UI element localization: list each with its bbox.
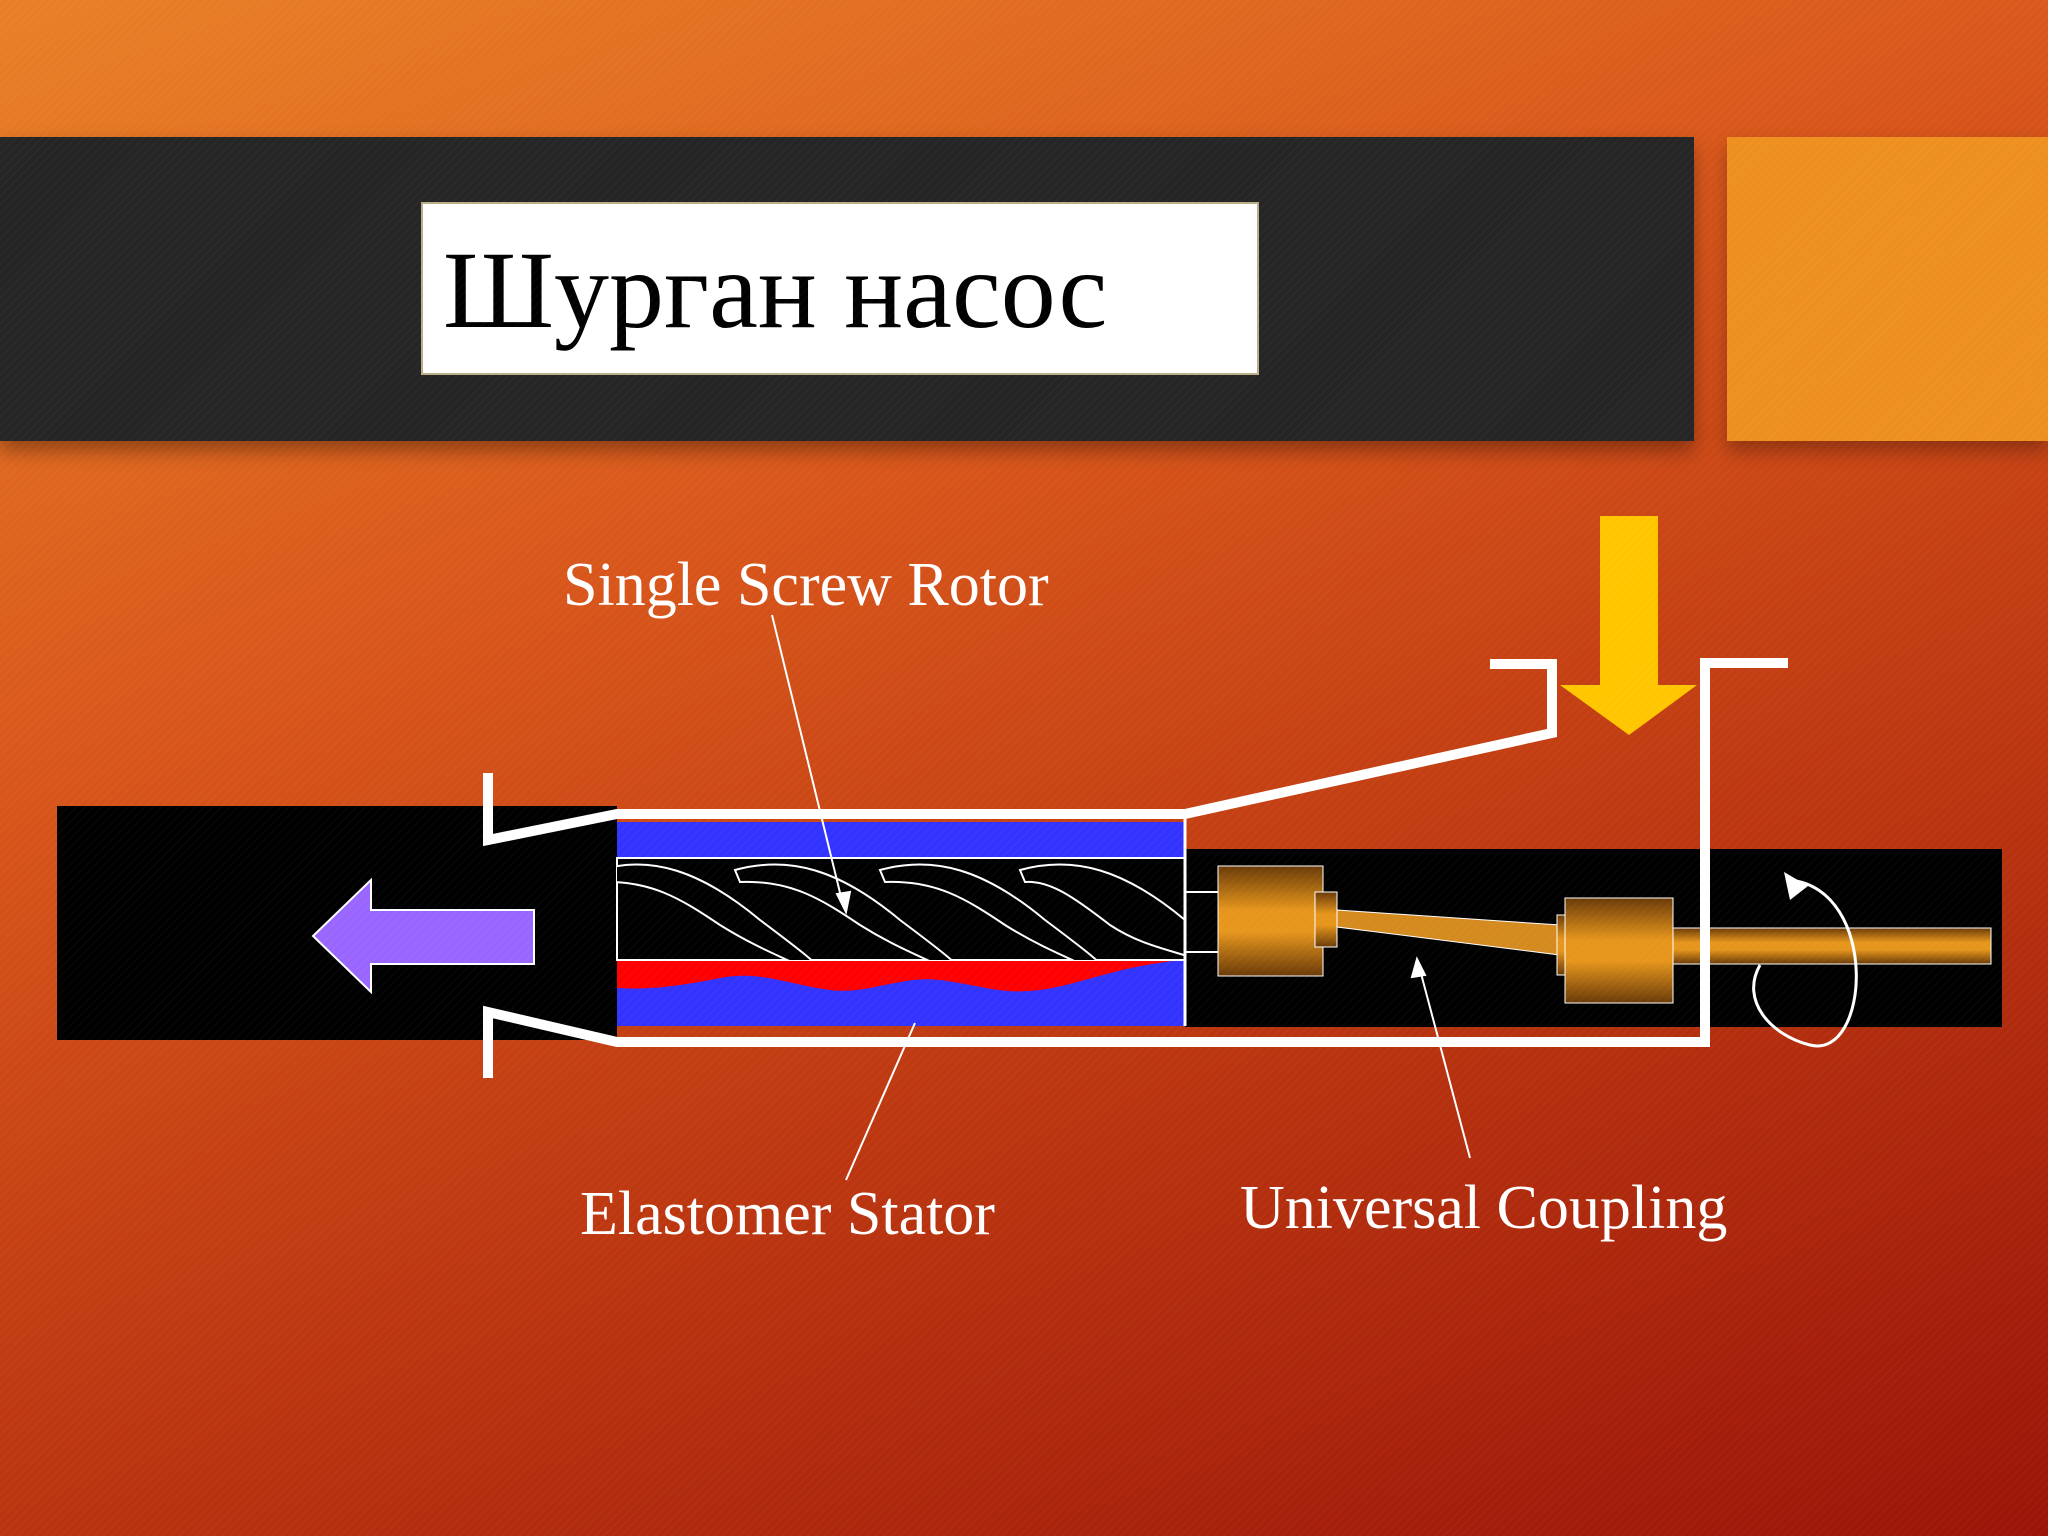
- page-title: Шурган насос: [443, 229, 1108, 351]
- accent-block: [1727, 137, 2048, 441]
- rotation-arrow-icon: [1752, 872, 1858, 1048]
- leader-lines: [771, 614, 1471, 1181]
- label-elastomer-stator: Elastomer Stator: [580, 1180, 995, 1248]
- drive-shaft: [1672, 927, 1992, 965]
- coupling-joint-left: [1217, 865, 1324, 977]
- rotor-helix: [617, 863, 1185, 960]
- leader-coupling-head: [1410, 956, 1427, 979]
- arrow-down-icon: [1560, 516, 1697, 735]
- drive-connector: [1184, 891, 1221, 953]
- label-single-screw-rotor: Single Screw Rotor: [563, 551, 1049, 619]
- title-box: Шурган насос: [421, 202, 1259, 375]
- leader-rotor: [771, 614, 844, 906]
- pump-casing-outline: [483, 658, 1788, 1078]
- leader-coupling: [1418, 965, 1471, 1159]
- leader-stator: [845, 1022, 916, 1181]
- coupling-collar-left: [1314, 891, 1338, 948]
- coupling-joint-right: [1564, 897, 1674, 1004]
- leader-rotor-head: [835, 890, 852, 916]
- arrow-left-icon: [311, 877, 535, 995]
- label-universal-coupling: Universal Coupling: [1240, 1174, 1728, 1242]
